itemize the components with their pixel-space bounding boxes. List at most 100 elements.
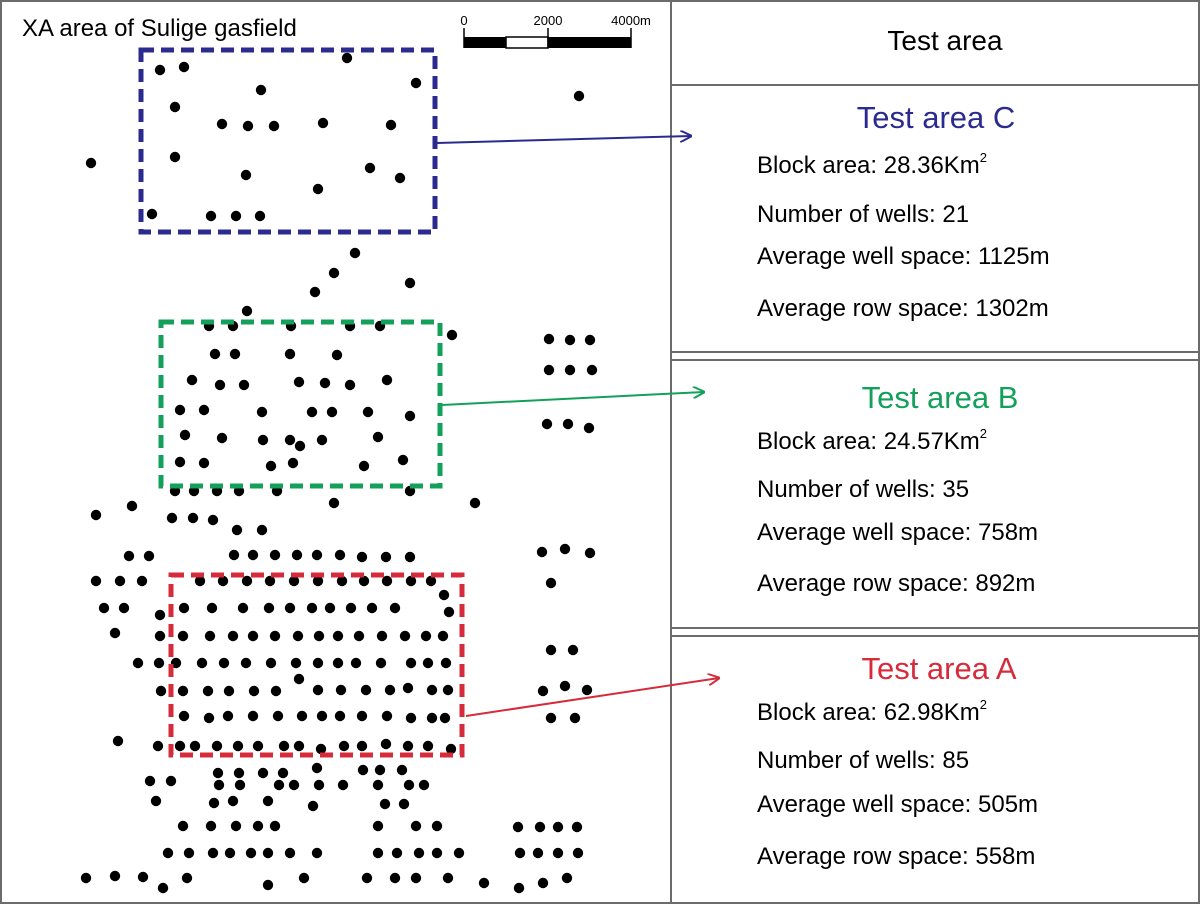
well-marker [85,157,97,169]
well-marker [334,549,346,561]
well-marker [154,609,166,621]
well-marker [136,575,148,587]
well-marker [212,767,224,779]
well-marker [90,575,102,587]
well-marker [230,820,242,832]
well-marker [571,821,583,833]
well-marker [247,630,259,642]
well-marker [255,84,267,96]
well-marker [174,404,186,416]
well-marker [313,779,325,791]
well-marker [312,575,324,587]
well-marker [112,735,124,747]
well-marker [410,872,422,884]
well-marker [567,644,579,656]
well-marker [326,406,338,418]
well-marker [356,551,368,563]
well-marker [317,117,329,129]
info-test-area-a: Test area A Block area: 62.98Km2 Number … [757,651,1038,870]
well-marker [584,334,596,346]
well-marker [376,630,388,642]
well-marker [478,877,490,889]
well-marker [442,872,454,884]
well-marker [431,847,443,859]
well-marker [404,410,416,422]
well-marker [319,377,331,389]
well-marker [273,779,285,791]
well-marker [328,267,340,279]
well-marker [312,183,324,195]
well-marker [118,602,130,614]
well-marker [312,657,324,669]
well-marker [207,514,219,526]
well-marker [445,743,457,755]
well-marker [265,657,277,669]
well-marker [410,77,422,89]
well-marker [572,847,584,859]
well-marker [398,798,410,810]
well-marker [324,602,336,614]
well-marker [222,710,234,722]
well-marker [543,333,555,345]
well-marker [242,120,254,132]
well-marker [380,738,392,750]
well-marker [137,871,149,883]
wells-layer [80,52,598,894]
well-marker [573,90,585,102]
well-marker [545,644,557,656]
arrow-test-area-b [441,392,704,406]
test-area-c-title: Test area C [857,100,1016,135]
well-marker [536,546,548,558]
test-area-c-wells: Number of wells: 21 [757,201,969,228]
well-marker [293,740,305,752]
well-marker [198,404,210,416]
header-box [670,0,1200,86]
test-area-c-well-space: Average well space: 1125m [757,243,1050,270]
info-test-area-c: Test area C Block area: 28.36Km2 Number … [757,100,1050,322]
info-test-area-b: Test area B Block area: 24.57Km2 Number … [757,380,1038,597]
well-marker [290,657,302,669]
well-marker [178,710,190,722]
test-area-a-boundary [168,572,465,758]
well-marker [207,847,219,859]
map-title: XA area of Sulige gasfield [22,15,297,42]
well-marker [344,379,356,391]
well-marker [146,208,158,220]
well-marker [309,286,321,298]
well-marker [224,847,236,859]
well-marker [372,820,384,832]
well-marker [257,434,269,446]
well-marker [211,740,223,752]
well-marker [569,712,581,724]
well-marker [174,740,186,752]
well-marker [381,710,393,722]
info-box-c [670,84,1200,353]
well-marker [385,119,397,131]
well-marker [537,685,549,697]
well-marker [443,606,455,618]
well-marker [399,630,411,642]
test-area-b-row-space: Average row space: 892m [757,570,1035,597]
well-marker [216,432,228,444]
well-marker [272,710,284,722]
well-marker [292,630,304,642]
well-marker [209,348,221,360]
well-marker [270,685,282,697]
well-marker [233,767,245,779]
well-marker [381,374,393,386]
well-marker [405,657,417,669]
well-marker [514,847,526,859]
well-marker [413,847,425,859]
well-marker [165,775,177,787]
well-marker [364,162,376,174]
well-marker [206,602,218,614]
well-marker [311,762,323,774]
well-marker [396,764,408,776]
well-marker [306,406,318,418]
well-marker [223,685,235,697]
well-marker [254,210,266,222]
well-marker [198,457,210,469]
well-marker [541,418,553,430]
well-marker [183,847,195,859]
well-marker [262,795,274,807]
